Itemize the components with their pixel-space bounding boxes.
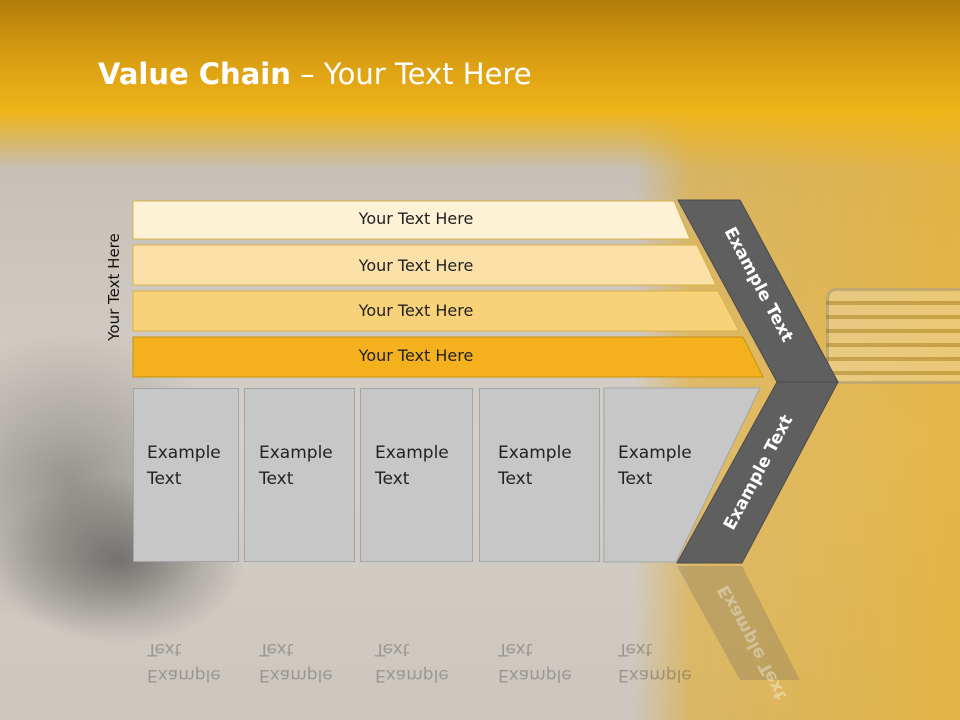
header-band [0, 0, 960, 170]
stripe-1[interactable] [132, 200, 691, 240]
chevron-bottom[interactable] [676, 381, 839, 564]
box-reflection-5: Example Text [618, 639, 692, 685]
truck-grille-image [826, 288, 960, 384]
slide-title[interactable]: Value Chain – Your Text Here [98, 52, 532, 96]
stripe-4[interactable] [132, 336, 764, 378]
box-3[interactable] [360, 388, 473, 562]
box-label-2: Example Text [259, 443, 333, 489]
stripe-label-3: Your Text Here [358, 301, 474, 320]
stripe-label-4: Your Text Here [358, 346, 474, 365]
title-rest: – Your Text Here [290, 57, 532, 91]
box-reflection-2: Example Text [259, 639, 333, 685]
box-label-5: Example Text [618, 443, 692, 489]
chevron-reflection [677, 566, 800, 680]
box-label-1: Example Text [147, 443, 221, 489]
stripe-label-1: Your Text Here [358, 209, 474, 228]
stripe-3[interactable] [132, 290, 740, 332]
box-reflection-1: Example Text [147, 639, 221, 685]
title-bold: Value Chain [98, 57, 291, 91]
box-2[interactable] [244, 388, 355, 562]
box-reflection-4: Example Text [498, 639, 572, 685]
box-label-3: Example Text [375, 443, 449, 489]
box-5[interactable] [603, 387, 761, 563]
stripe-label-2: Your Text Here [358, 256, 474, 275]
box-1[interactable] [133, 388, 239, 562]
box-reflection-3: Example Text [375, 639, 449, 685]
box-label-4: Example Text [498, 443, 572, 489]
stripe-2[interactable] [132, 244, 717, 286]
box-4[interactable] [479, 388, 600, 562]
